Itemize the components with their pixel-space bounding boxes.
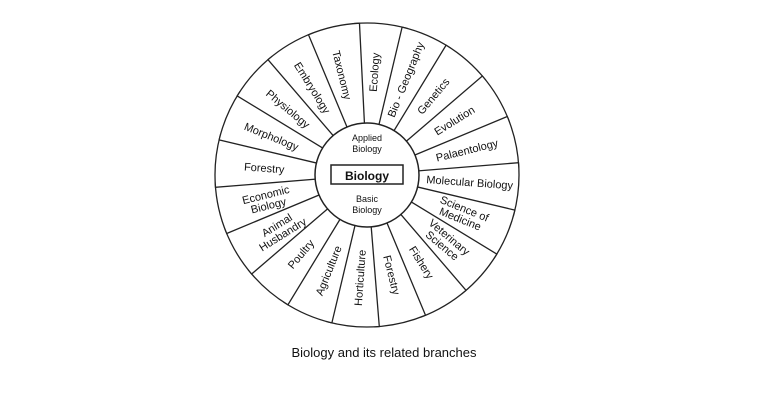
petal-label: Horticulture	[353, 249, 369, 306]
center-label-box	[330, 164, 404, 185]
center-label: Biology	[345, 169, 389, 183]
petal-label: Forestry	[244, 161, 286, 176]
petal-shape	[307, 22, 366, 143]
diagram-caption: Biology and its related branches	[291, 345, 477, 360]
basic-label-line-2: Biology	[352, 205, 382, 215]
petal-label-line: Horticulture	[353, 249, 369, 306]
applied-label-line-1: Applied	[352, 133, 382, 143]
basic-label-line-1: Basic	[356, 194, 379, 204]
petal-label: Ecology	[368, 52, 383, 92]
petal-label-line: Forestry	[244, 161, 286, 176]
applied-label-line-2: Biology	[352, 144, 382, 154]
hub-group: Applied Biology Biology Basic Biology	[314, 122, 420, 228]
petal-label-line: Ecology	[368, 52, 383, 92]
